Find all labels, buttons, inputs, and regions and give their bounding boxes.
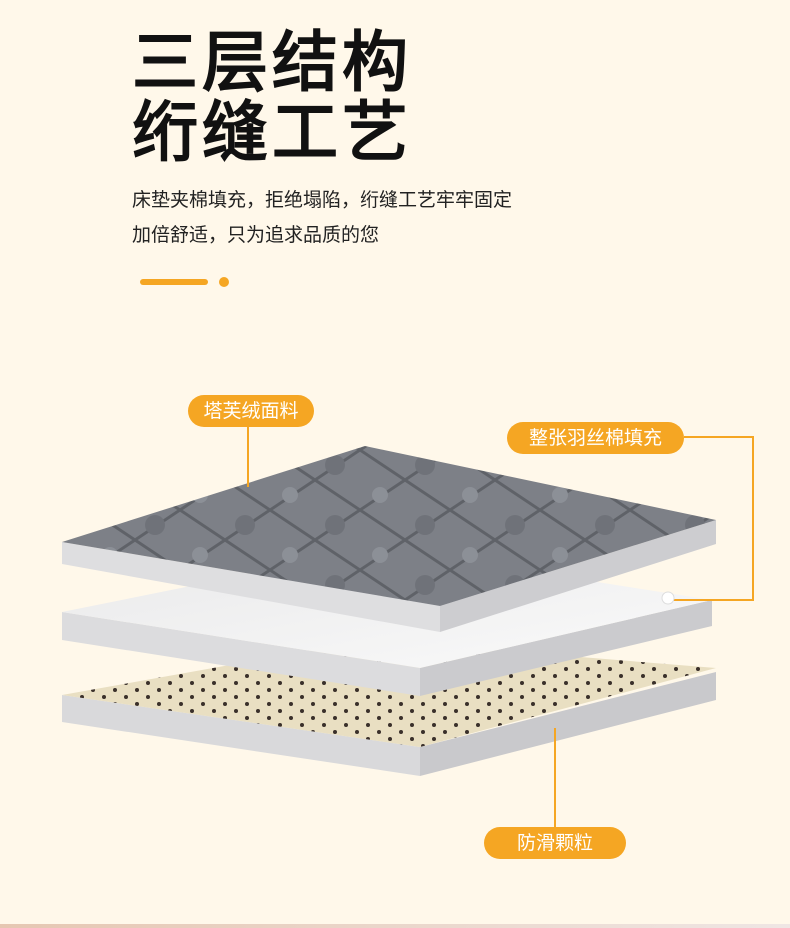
description-line-1: 床垫夹棉填充，拒绝塌陷，绗缝工艺牢牢固定 xyxy=(132,189,513,211)
heading-line-2: 绗缝工艺 xyxy=(132,94,412,171)
heading-line-1: 三层结构 xyxy=(132,24,412,101)
accent-dot xyxy=(219,277,229,287)
label-bottom-layer: 防滑颗粒 xyxy=(484,827,626,859)
bottom-band xyxy=(0,924,790,928)
label-top-layer: 塔芙绒面料 xyxy=(188,395,314,427)
label-middle-layer: 整张羽丝棉填充 xyxy=(507,422,684,454)
marker-dot xyxy=(661,591,675,605)
bottom-layer-anti-slip xyxy=(62,640,716,776)
top-layer-fabric xyxy=(62,446,716,632)
description-line-2: 加倍舒适，只为追求品质的您 xyxy=(132,224,380,246)
accent-bar xyxy=(140,279,208,285)
connector-middle xyxy=(668,436,754,601)
